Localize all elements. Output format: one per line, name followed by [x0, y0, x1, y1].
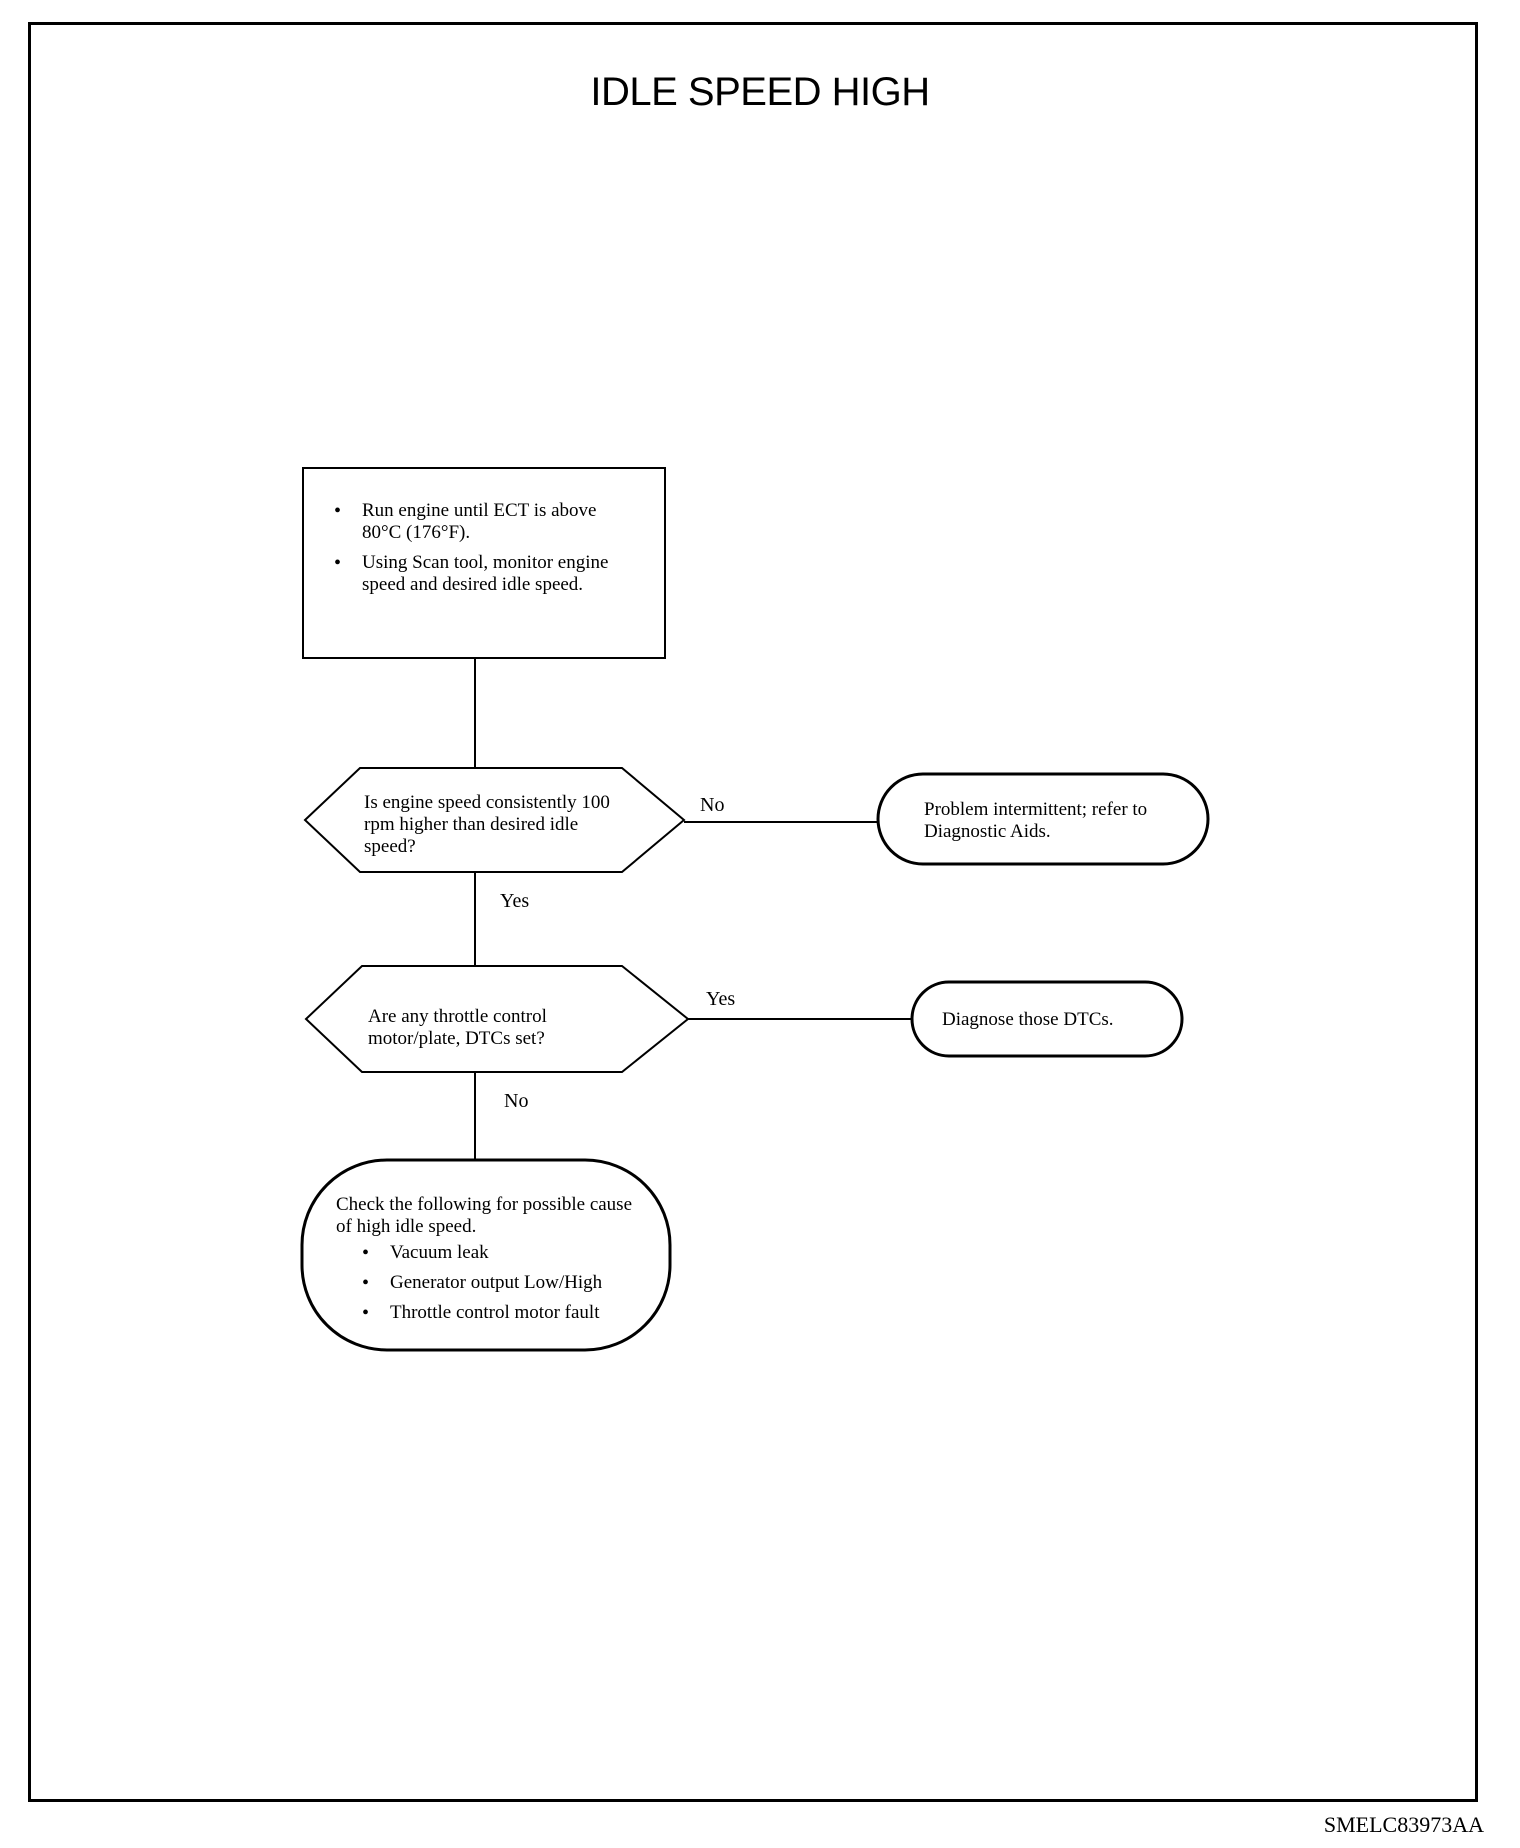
final-intro: Check the following for possible cause o… — [336, 1194, 633, 1237]
final-item: Vacuum leak — [360, 1242, 646, 1264]
decision2-no-label: No — [504, 1090, 529, 1112]
decision1-question: Is engine speed consistently 100 rpm hig… — [364, 792, 610, 857]
reference-code: SMELC83973AA — [1323, 1812, 1484, 1837]
final-checks-shape — [300, 1158, 672, 1352]
page-border — [28, 22, 1478, 1802]
step1-item: Using Scan tool, monitor engine speed an… — [332, 552, 632, 596]
result-dtcs-text: Diagnose those DTCs. — [942, 1009, 1114, 1030]
final-item: Throttle control motor fault — [360, 1302, 646, 1324]
step1-box — [302, 467, 666, 659]
final-checks-text: Check the following for possible cause o… — [336, 1194, 646, 1332]
result-intermittent-text: Problem intermittent; refer to Diagnosti… — [924, 799, 1148, 842]
step1-item: Run engine until ECT is above 80°C (176°… — [332, 500, 632, 544]
result-intermittent-shape — [876, 772, 1210, 866]
result-dtcs-shape — [910, 980, 1184, 1058]
decision1-no-label: No — [700, 794, 725, 816]
final-item: Generator output Low/High — [360, 1272, 646, 1294]
decision1-hexagon — [303, 767, 686, 873]
step1-text: Run engine until ECT is above 80°C (176°… — [332, 500, 632, 604]
decision1-yes-label: Yes — [500, 890, 530, 912]
page-title: IDLE SPEED HIGH — [590, 70, 930, 114]
decision2-question: Are any throttle control motor/plate, DT… — [368, 1006, 547, 1049]
decision2-yes-label: Yes — [706, 988, 736, 1010]
